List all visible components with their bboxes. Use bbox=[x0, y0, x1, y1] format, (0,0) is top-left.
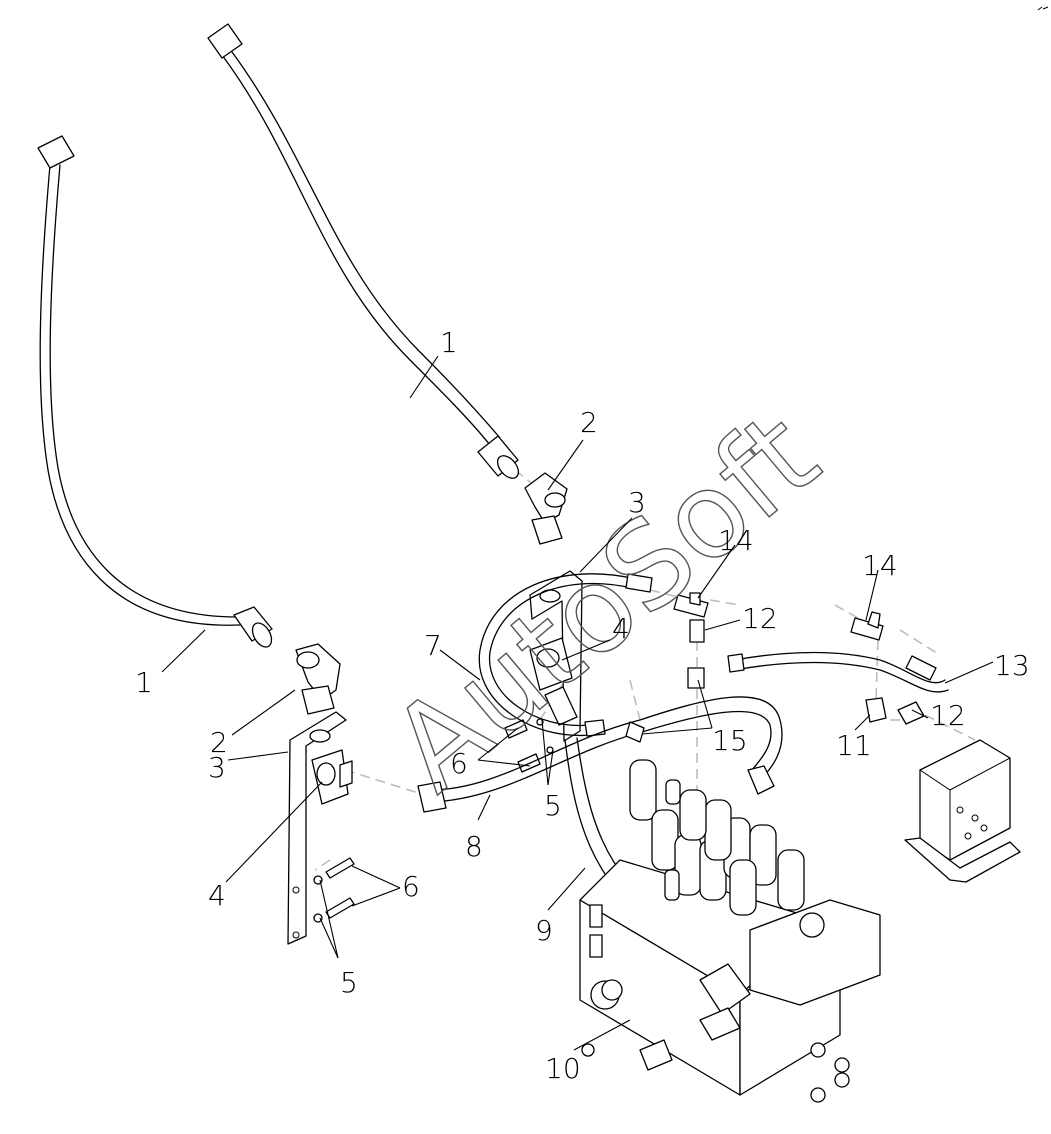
control-valve-10 bbox=[579, 859, 881, 1103]
hose-13 bbox=[727, 651, 949, 693]
tee-fitting-14-center bbox=[673, 592, 709, 618]
callout-11: 11 bbox=[836, 729, 872, 762]
hose-1-upper bbox=[207, 23, 520, 479]
elbow-fitting-2-left bbox=[295, 643, 341, 715]
hose-7 bbox=[478, 573, 653, 737]
elbow-fitting-11 bbox=[865, 697, 887, 723]
callout-8: 8 bbox=[465, 830, 483, 863]
callout-12-center: 12 bbox=[742, 602, 778, 635]
fitting-4-left bbox=[311, 749, 353, 805]
callout-10: 10 bbox=[545, 1052, 581, 1085]
tee-fitting-14-right bbox=[850, 611, 884, 641]
callout-2-left: 2 bbox=[210, 726, 228, 759]
elbow-fitting-2-upper bbox=[524, 472, 568, 545]
valve-spools bbox=[629, 759, 805, 916]
mounting-block bbox=[904, 739, 1021, 883]
callout-5-center: 5 bbox=[544, 789, 562, 822]
callout-13: 13 bbox=[994, 649, 1030, 682]
adapter-12-right bbox=[897, 701, 925, 725]
hose-1-left bbox=[37, 135, 273, 648]
callout-1-upper: 1 bbox=[440, 326, 458, 359]
callout-12-right: 12 bbox=[930, 699, 966, 732]
callout-1-left: 1 bbox=[135, 666, 153, 699]
hose-8 bbox=[417, 696, 783, 813]
callout-5-left: 5 bbox=[340, 966, 358, 999]
callout-15: 15 bbox=[712, 724, 748, 757]
callout-3-left: 3 bbox=[208, 751, 226, 784]
callouts: 1 1 2 2 3 3 4 4 5 5 6 6 7 8 9 10 11 12 1… bbox=[135, 326, 1030, 1085]
callout-14-center: 14 bbox=[718, 524, 754, 557]
corner-mark bbox=[1037, 6, 1049, 11]
callout-4-left: 4 bbox=[208, 879, 226, 912]
fitting-4-center bbox=[529, 637, 578, 726]
bracket-3-left bbox=[287, 711, 347, 945]
callout-6-left: 6 bbox=[402, 870, 420, 903]
callout-9: 9 bbox=[535, 914, 553, 947]
callout-2-upper: 2 bbox=[580, 406, 598, 439]
callout-14-right: 14 bbox=[862, 549, 898, 582]
adapter-12-center bbox=[689, 619, 705, 643]
callout-6-center: 6 bbox=[450, 747, 468, 780]
callout-4-center: 4 bbox=[612, 612, 630, 645]
callout-7: 7 bbox=[424, 629, 442, 662]
callout-3-center: 3 bbox=[628, 486, 646, 519]
tee-fitting-15 bbox=[625, 667, 705, 743]
leader-lines bbox=[161, 355, 994, 1051]
bolts-and-washers-left bbox=[313, 857, 355, 923]
